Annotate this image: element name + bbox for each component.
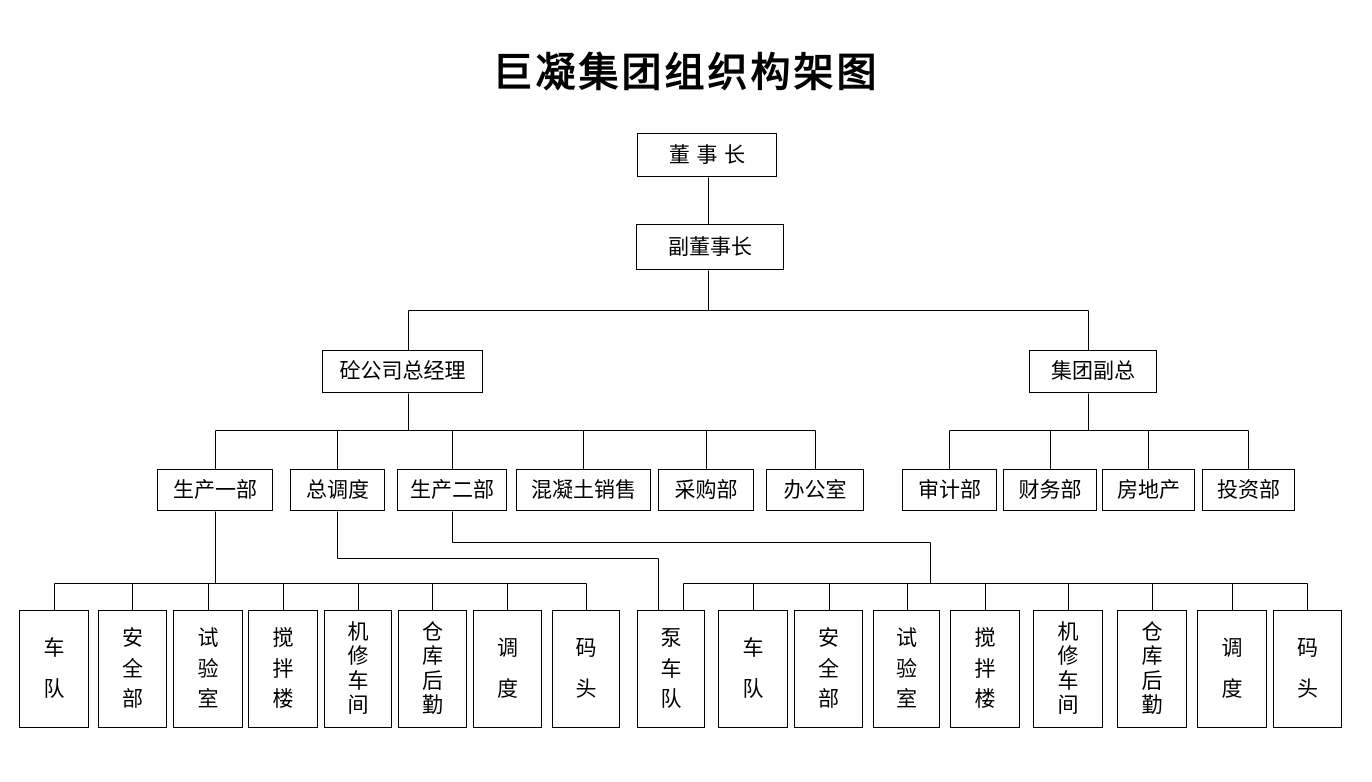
org-node-warehouse-logistics-1: 仓库后勤 — [398, 610, 467, 728]
org-node-label-char: 车 — [347, 668, 369, 693]
org-node-label-char: 库 — [422, 644, 443, 669]
org-node-machine-repair-shop-1: 机修车间 — [324, 610, 392, 728]
org-node-label-char: 室 — [896, 686, 917, 711]
org-node-label-char: 部 — [122, 686, 143, 711]
org-node-label-char: 间 — [347, 692, 369, 717]
org-node-dock-2: 码头 — [1273, 610, 1342, 728]
org-node-group-deputy-gm: 集团副总 — [1029, 350, 1157, 393]
org-node-test-lab-2: 试验室 — [873, 610, 940, 728]
org-node-dock-1: 码头 — [552, 610, 620, 728]
org-node-label-char: 安 — [818, 626, 839, 651]
org-node-safety-dept-2: 安全部 — [794, 610, 863, 728]
org-node-label-char: 车 — [1057, 668, 1079, 693]
org-node-label-char: 拌 — [974, 656, 996, 681]
org-node-fleet-2: 车队 — [718, 610, 788, 728]
org-node-label-char: 调 — [497, 636, 518, 661]
org-node-label-char: 头 — [1297, 676, 1318, 701]
org-node-finance-dept: 财务部 — [1003, 469, 1097, 511]
org-node-purchasing-dept: 采购部 — [658, 469, 754, 511]
org-node-mixing-tower-2: 搅拌楼 — [950, 610, 1020, 728]
org-node-office: 办公室 — [766, 469, 864, 511]
org-node-investment-dept: 投资部 — [1202, 469, 1295, 511]
org-node-label-char: 库 — [1141, 644, 1163, 669]
org-node-label-char: 修 — [347, 644, 369, 669]
org-node-label-char: 车 — [742, 636, 764, 661]
org-node-label-char: 队 — [43, 676, 65, 701]
org-node-label-char: 码 — [575, 636, 597, 661]
org-node-label-char: 试 — [896, 626, 917, 651]
org-node-label-char: 间 — [1057, 692, 1079, 717]
org-node-vice-chairman: 副董事长 — [636, 224, 784, 270]
org-node-label-char: 仓 — [1141, 620, 1163, 645]
org-node-label-char: 安 — [122, 626, 143, 651]
org-node-label-char: 队 — [660, 686, 682, 711]
org-node-real-estate: 房地产 — [1102, 469, 1195, 511]
org-node-concrete-company-gm: 砼公司总经理 — [322, 350, 483, 393]
org-node-dispatch-1: 调度 — [473, 610, 542, 728]
org-node-warehouse-logistics-2: 仓库后勤 — [1117, 610, 1187, 728]
org-node-label-char: 泵 — [660, 626, 682, 651]
org-node-audit-dept: 审计部 — [902, 469, 997, 511]
org-node-label-char: 搅 — [974, 626, 996, 651]
org-node-label-char: 全 — [818, 656, 839, 681]
org-node-concrete-sales: 混凝土销售 — [516, 469, 651, 511]
org-node-label-char: 车 — [660, 656, 682, 681]
org-node-label-char: 验 — [896, 656, 917, 681]
org-node-label-char: 修 — [1057, 644, 1079, 669]
org-node-label-char: 仓 — [422, 620, 443, 645]
org-node-label-char: 码 — [1297, 636, 1318, 661]
page-title: 巨凝集团组织构架图 — [492, 49, 880, 96]
org-node-production-dept-1: 生产一部 — [157, 469, 273, 511]
org-node-label-char: 勤 — [1141, 692, 1163, 717]
org-node-chairman: 董 事 长 — [637, 133, 777, 177]
org-node-label-char: 全 — [122, 656, 143, 681]
org-node-label-char: 验 — [197, 656, 219, 681]
org-node-label-char: 机 — [347, 620, 369, 645]
org-node-label-char: 度 — [497, 676, 518, 701]
org-node-chief-dispatch: 总调度 — [290, 469, 385, 511]
org-node-label-char: 拌 — [272, 656, 294, 681]
org-node-label-char: 楼 — [272, 686, 294, 711]
org-node-test-lab-1: 试验室 — [173, 610, 243, 728]
org-node-mixing-tower-1: 搅拌楼 — [248, 610, 318, 728]
org-node-pump-truck-fleet: 泵车队 — [637, 610, 705, 728]
org-node-label-char: 试 — [197, 626, 219, 651]
org-node-dispatch-2: 调度 — [1197, 610, 1267, 728]
org-node-label-char: 搅 — [272, 626, 294, 651]
org-node-label-char: 勤 — [422, 692, 443, 717]
org-node-label-char: 后 — [1141, 668, 1163, 693]
org-node-safety-dept-1: 安全部 — [98, 610, 167, 728]
org-node-machine-repair-shop-2: 机修车间 — [1033, 610, 1103, 728]
org-node-fleet-1: 车队 — [19, 610, 89, 728]
org-node-label-char: 楼 — [974, 686, 996, 711]
org-node-label-char: 调 — [1221, 636, 1243, 661]
org-node-label-char: 后 — [422, 668, 443, 693]
org-node-label-char: 部 — [818, 686, 839, 711]
org-node-label-char: 头 — [575, 676, 597, 701]
org-node-production-dept-2: 生产二部 — [397, 469, 507, 511]
org-node-label-char: 机 — [1057, 620, 1079, 645]
org-node-label-char: 队 — [742, 676, 764, 701]
org-node-label-char: 室 — [197, 686, 219, 711]
org-node-label-char: 车 — [43, 636, 65, 661]
org-node-label-char: 度 — [1221, 676, 1243, 701]
